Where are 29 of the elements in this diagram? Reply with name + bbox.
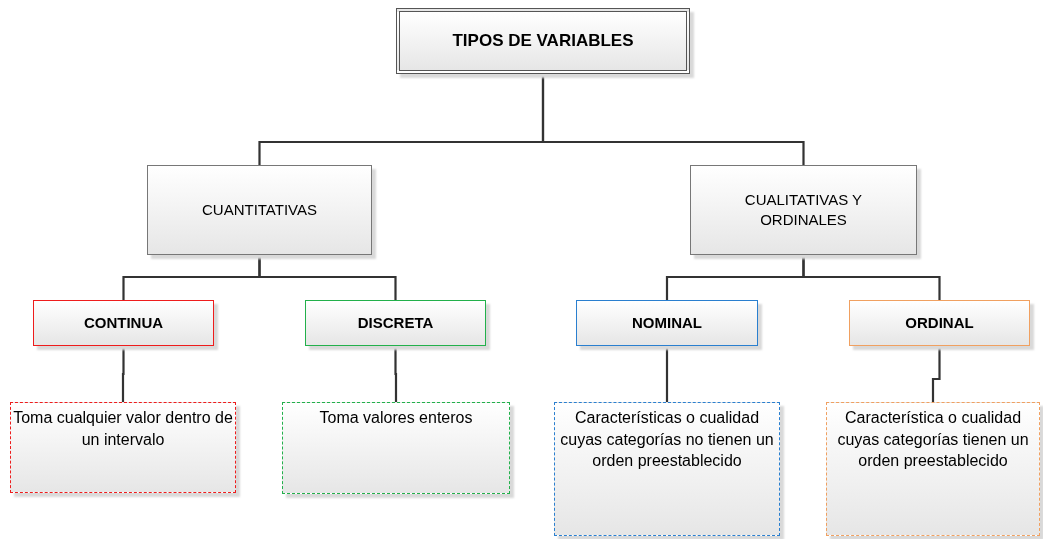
connector-line <box>931 346 941 402</box>
title-box <box>396 8 690 74</box>
connector-line <box>258 255 397 300</box>
label-text: TIPOS DE VARIABLES <box>452 29 634 52</box>
description-text: Característica o cualidad cuyas categorías tienen un orden preestablecido <box>836 408 1030 472</box>
category-box <box>147 165 372 255</box>
description-text: Características o cualidad cuyas categorías no tienen un orden preestablecido <box>559 408 775 472</box>
connector-line <box>541 74 805 165</box>
type-box <box>305 300 486 346</box>
label-text: NOMINAL <box>632 312 702 333</box>
description-text: Toma cualquier valor dentro de un intervalo <box>13 408 233 450</box>
category-box <box>690 165 917 255</box>
label-text: CUALITATIVAS Y ORDINALES <box>743 189 864 230</box>
type-box <box>576 300 758 346</box>
connector-line <box>121 346 125 402</box>
description-text: Toma valores enteros <box>319 408 473 428</box>
label-text: DISCRETA <box>357 312 434 333</box>
connector-line <box>665 346 669 402</box>
connector-line <box>802 255 941 300</box>
description-box <box>826 402 1040 536</box>
description-box <box>10 402 236 493</box>
label-text: CUANTITATIVAS <box>202 199 317 220</box>
description-box <box>554 402 780 536</box>
connector-line <box>394 346 398 402</box>
label-text: ORDINAL <box>905 312 974 333</box>
label-text: CONTINUA <box>83 312 164 333</box>
type-box <box>849 300 1030 346</box>
type-box <box>33 300 214 346</box>
description-box <box>282 402 510 494</box>
